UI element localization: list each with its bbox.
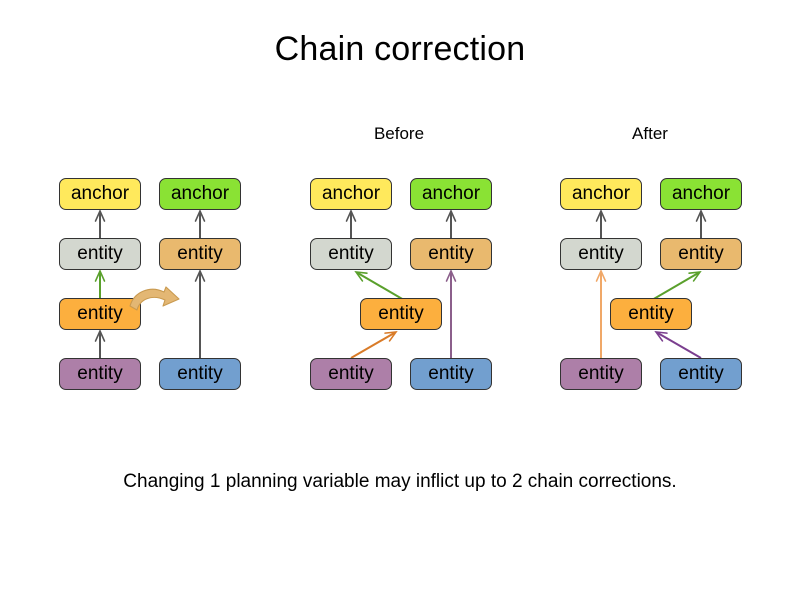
- node-before-entity-tan: entity: [410, 238, 492, 270]
- node-initial-anchor-yellow: anchor: [59, 178, 141, 210]
- node-initial-entity-tan: entity: [159, 238, 241, 270]
- phase-label-after-text: After: [632, 124, 668, 143]
- arrow-grey-entity-to-anchor-left-head: [94, 209, 106, 222]
- phase-label-before-text: Before: [373, 124, 425, 143]
- node-before-anchor-yellow: anchor: [310, 178, 392, 210]
- node-after-anchor-green: anchor: [660, 178, 742, 210]
- arrow-lightorange-purple-to-grey-head: [595, 269, 607, 282]
- node-after-entity-tan: entity: [660, 238, 742, 270]
- node-initial-entity-grey: entity: [59, 238, 141, 270]
- arrow-grey-purple-to-orange-head: [94, 329, 106, 342]
- phase-label-after: After: [590, 124, 710, 144]
- arrow-group: [94, 209, 707, 359]
- arrow-green-orange-to-grey-shaft: [356, 271, 405, 301]
- phase-label-before: Before: [339, 124, 459, 144]
- arrow-grey-entity-to-anchor-right-head: [445, 209, 457, 222]
- node-after-entity-orange: entity: [610, 298, 692, 330]
- node-after-entity-grey: entity: [560, 238, 642, 270]
- node-initial-entity-orange: entity: [59, 298, 141, 330]
- node-before-anchor-green: anchor: [410, 178, 492, 210]
- arrow-grey-blue-to-tan-head: [194, 269, 206, 282]
- node-initial-anchor-green: anchor: [159, 178, 241, 210]
- arrow-green-orange-to-grey-head: [94, 269, 106, 282]
- node-before-entity-purple: entity: [310, 358, 392, 390]
- arrow-green-orange-to-tan-shaft: [651, 271, 700, 301]
- arrow-orange-purple-to-orange-head: [384, 331, 398, 342]
- arrow-grey-entity-to-anchor-left-head: [345, 209, 357, 222]
- page-title: Chain correction: [274, 30, 526, 68]
- caption-text: Changing 1 planning variable may inflict…: [123, 471, 677, 492]
- node-after-anchor-yellow: anchor: [560, 178, 642, 210]
- arrow-green-orange-to-grey-head: [354, 271, 368, 282]
- arrow-purple-blue-to-tan-head: [445, 269, 457, 282]
- node-before-entity-grey: entity: [310, 238, 392, 270]
- arrow-green-orange-to-tan-head: [688, 271, 702, 282]
- node-initial-entity-blue: entity: [159, 358, 241, 390]
- node-initial-entity-purple: entity: [59, 358, 141, 390]
- arrow-grey-entity-to-anchor-right-head: [695, 209, 707, 222]
- node-after-entity-purple: entity: [560, 358, 642, 390]
- arrow-grey-entity-to-anchor-left-head: [595, 209, 607, 222]
- arrow-orange-purple-to-orange-shaft: [350, 331, 396, 359]
- node-before-entity-orange: entity: [360, 298, 442, 330]
- arrow-grey-entity-to-anchor-right-head: [194, 209, 206, 222]
- node-before-entity-blue: entity: [410, 358, 492, 390]
- arrow-violet-blue-to-orange-head: [654, 331, 668, 342]
- arrow-violet-blue-to-orange-shaft: [656, 331, 702, 359]
- node-after-entity-blue: entity: [660, 358, 742, 390]
